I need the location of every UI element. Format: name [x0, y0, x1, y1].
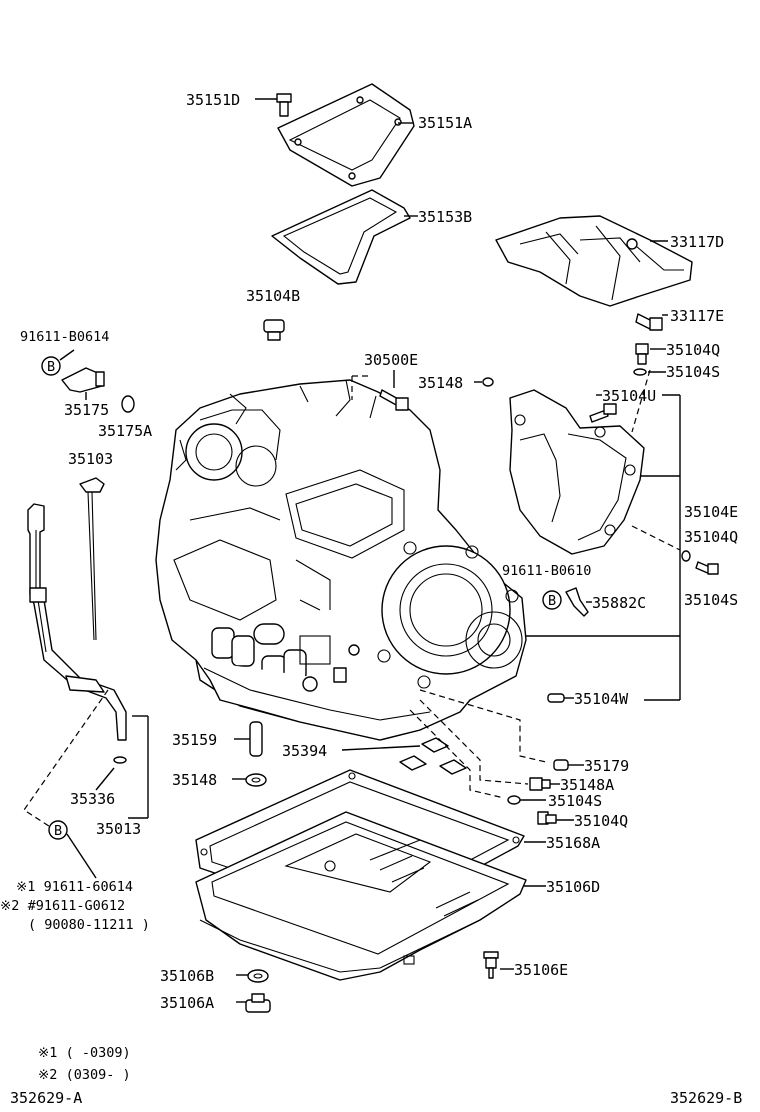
label-35104U: 35104U	[602, 387, 656, 405]
label-35179: 35179	[584, 757, 629, 775]
label-35103: 35103	[68, 450, 113, 468]
label-91611-B0614: 91611-B0614	[20, 329, 109, 345]
o-ring-35104S-a-icon	[633, 368, 647, 376]
label-33117E: 33117E	[670, 307, 724, 325]
label-91611-B0610: 91611-B0610	[502, 563, 591, 579]
o-ring-35175A-icon	[121, 395, 135, 413]
footnote-2: ※2 (0309- )	[38, 1067, 131, 1083]
label-35013: 35013	[96, 820, 141, 838]
label-35394: 35394	[282, 742, 327, 760]
label-35168A: 35168A	[546, 834, 600, 852]
footnote-1: ※1 ( -0309)	[38, 1045, 131, 1061]
cover-gasket	[271, 189, 411, 285]
marker-b-2	[48, 820, 68, 840]
pipe-35159-icon	[249, 721, 263, 757]
label-35148: 35148	[418, 374, 463, 392]
plug-35104W-icon	[547, 693, 565, 703]
label-91611-60614: ※1 91611-60614	[16, 879, 133, 895]
gasket-35106B-icon	[247, 969, 269, 983]
label-35175A: 35175A	[98, 422, 152, 440]
o-ring-35104S-c-icon	[507, 795, 521, 805]
figure-id-left: 352629-A	[10, 1089, 82, 1107]
label-35104S-a: 35104S	[666, 363, 720, 381]
valve-body-cover	[277, 83, 415, 187]
o-ring-35336-icon	[113, 756, 127, 764]
oil-pan	[195, 811, 527, 981]
bolt-35104U-icon	[589, 403, 617, 423]
bolt-35151D-icon	[276, 93, 292, 117]
label-35104E: 35104E	[684, 503, 738, 521]
gasket-35148-icon	[245, 773, 267, 787]
label-35148-b: 35148	[172, 771, 217, 789]
label-35104Q-b: 35104Q	[684, 528, 738, 546]
label-35153B: 35153B	[418, 208, 472, 226]
label-35106D: 35106D	[546, 878, 600, 896]
label-30500E: 30500E	[364, 351, 418, 369]
bolt-35104Q-b-icon	[695, 561, 719, 575]
label-35151A: 35151A	[418, 114, 472, 132]
label-35104B: 35104B	[246, 287, 300, 305]
label-35106E: 35106E	[514, 961, 568, 979]
drain-plug-35106A-icon	[245, 993, 271, 1013]
sensor-35882C-icon	[565, 587, 589, 617]
bolt-35104Q-a-icon	[635, 343, 649, 365]
sensor-35175-icon	[61, 367, 105, 393]
label-35104Q-c: 35104Q	[574, 812, 628, 830]
o-ring-35104S-b-icon	[681, 550, 691, 562]
transaxle-case	[155, 379, 527, 741]
label-33117D: 33117D	[670, 233, 724, 251]
plug-35179-icon	[553, 759, 569, 771]
transfer-case-housing	[509, 389, 645, 555]
label-35106A: 35106A	[160, 994, 214, 1012]
heat-insulator	[495, 215, 693, 307]
marker-b-1-text: B	[47, 359, 55, 375]
bolt-35104Q-c-icon	[537, 811, 557, 825]
label-35104W: 35104W	[574, 690, 629, 708]
marker-b-2-text: B	[54, 823, 62, 839]
label-35336: 35336	[70, 790, 115, 808]
dipstick-tube-35013	[27, 503, 127, 741]
marker-b-1	[41, 356, 61, 376]
label-35106B: 35106B	[160, 967, 214, 985]
figure-id-right: 352629-B	[670, 1089, 742, 1107]
o-ring-35148-icon	[482, 377, 494, 387]
bolt-35106E-icon	[483, 951, 499, 979]
label-35104S-b: 35104S	[684, 591, 738, 609]
bolt-30500E-icon	[379, 389, 409, 411]
label-91611-G0612: ※2 #91611-G0612	[0, 898, 125, 914]
label-35175: 35175	[64, 401, 109, 419]
dipstick-35103	[79, 477, 105, 641]
label-90080-11211: ( 90080-11211 )	[28, 917, 150, 933]
marker-b-3-text: B	[548, 593, 556, 609]
label-35148A: 35148A	[560, 776, 614, 794]
label-35151D: 35151D	[186, 91, 240, 109]
plug-35148A-icon	[529, 777, 551, 791]
marker-b-3	[542, 590, 562, 610]
label-35159: 35159	[172, 731, 217, 749]
label-35882C: 35882C	[592, 594, 646, 612]
label-35104Q-a: 35104Q	[666, 341, 720, 359]
label-35104S-c: 35104S	[548, 792, 602, 810]
filter-screens-35394	[399, 737, 467, 775]
bolt-33117E-icon	[635, 313, 663, 331]
plug-35104B-icon	[263, 319, 285, 341]
